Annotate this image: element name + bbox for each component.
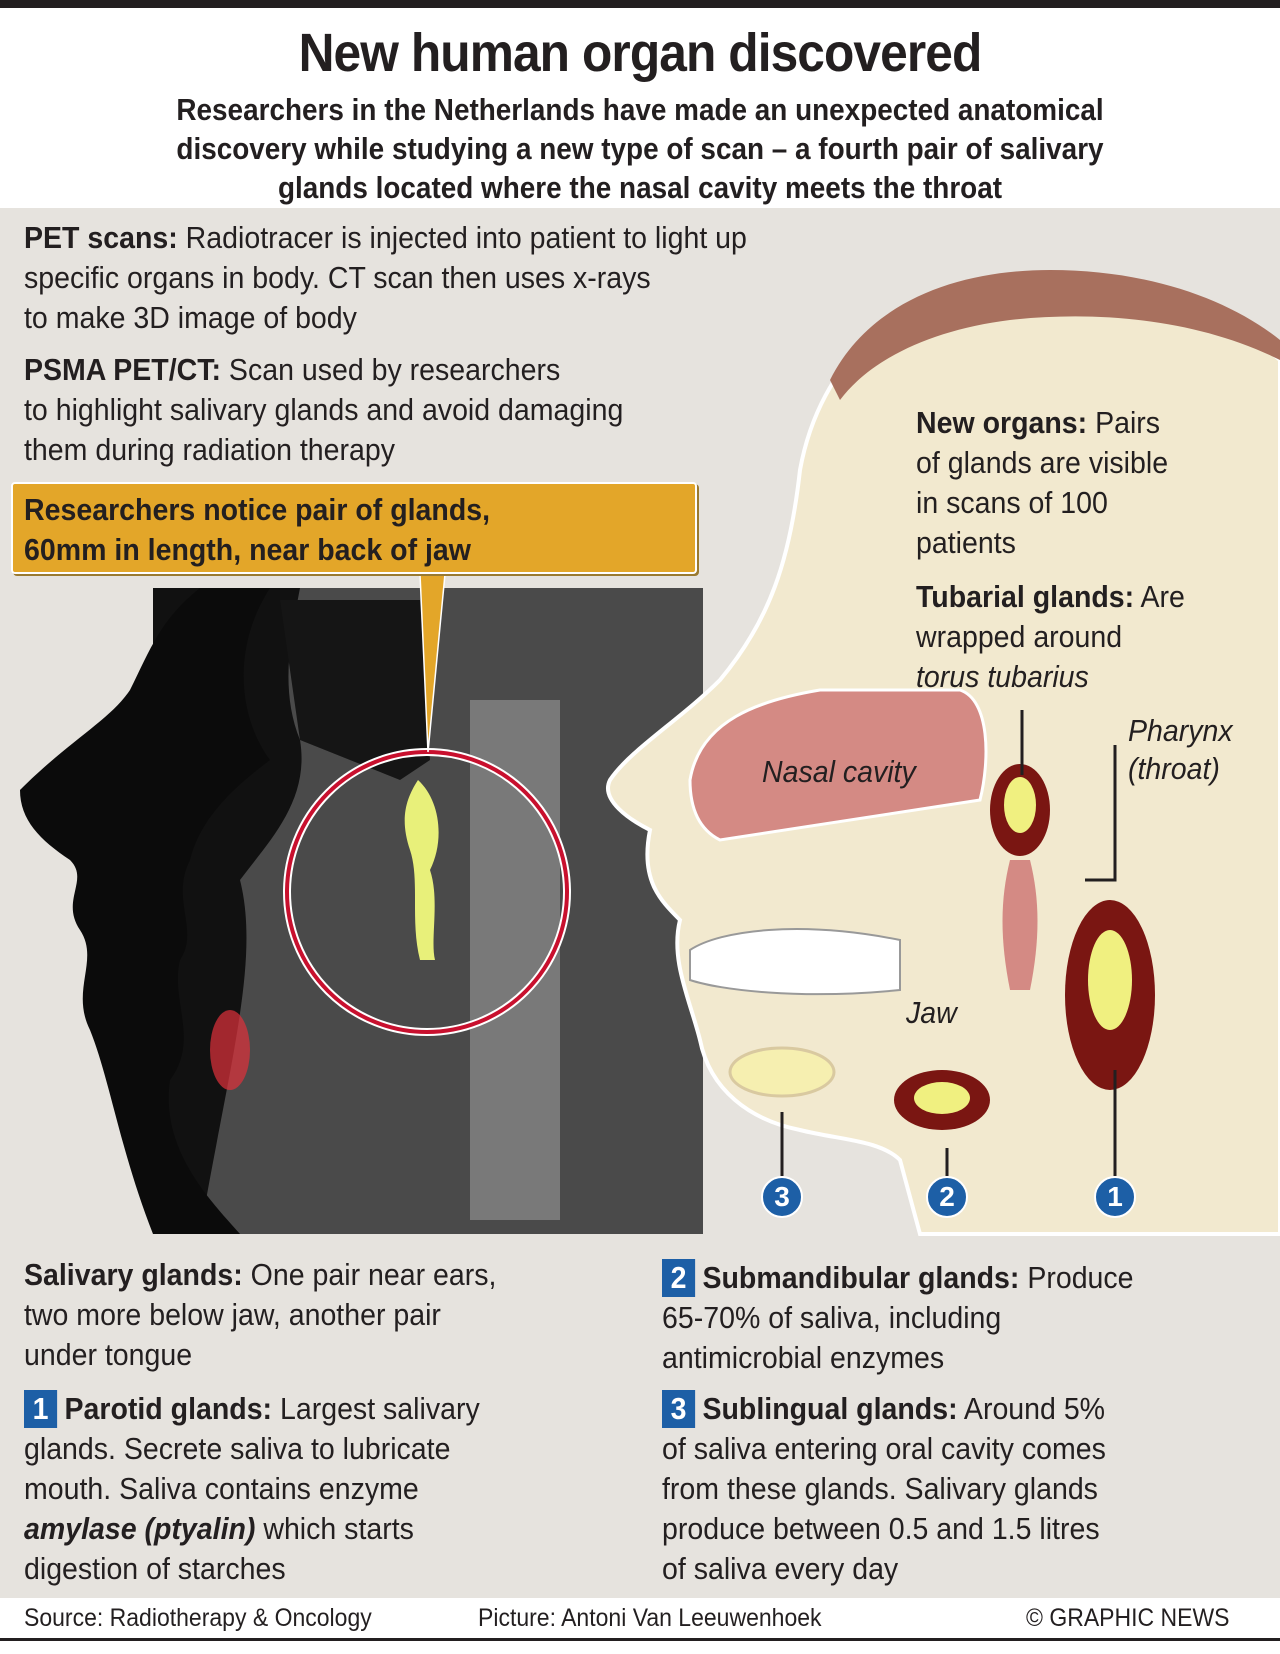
subtitle-line: discovery while studying a new type of s…	[176, 131, 1104, 166]
text-line: Largest salivary	[272, 1391, 480, 1426]
text-line: patients	[916, 525, 1016, 560]
copyright: © GRAPHIC NEWS	[1026, 1604, 1230, 1632]
text-line: Radiotracer is injected into patient to …	[177, 220, 747, 255]
text-line: to highlight salivary glands and avoid d…	[24, 392, 624, 427]
subtitle-line: Researchers in the Netherlands have made…	[176, 92, 1104, 127]
text-line: produce between 0.5 and 1.5 litres	[662, 1511, 1100, 1546]
number-badge: 3	[662, 1390, 696, 1428]
text-line: glands. Secrete saliva to lubricate	[24, 1431, 451, 1466]
number-badge: 2	[662, 1259, 696, 1297]
new-organs-text: New organs: Pairs of glands are visible …	[916, 403, 1168, 563]
text-line: in scans of 100	[916, 485, 1108, 520]
text-line: Scan used by researchers	[221, 352, 561, 387]
text-line: One pair near ears,	[242, 1257, 497, 1292]
pet-scans-text: PET scans: Radiotracer is injected into …	[24, 218, 747, 338]
text-line: Are	[1134, 579, 1185, 614]
new-organs-term: New organs:	[916, 405, 1088, 440]
psma-term: PSMA PET/CT:	[24, 352, 222, 387]
psma-text: PSMA PET/CT: Scan used by researchers to…	[24, 350, 623, 470]
page-title: New human organ discovered	[298, 23, 983, 83]
label-line: (throat)	[1128, 751, 1220, 786]
footer: Source: Radiotherapy & Oncology Picture:…	[0, 1598, 1280, 1638]
emphasis: amylase (ptyalin)	[24, 1511, 256, 1546]
text-line: Around 5%	[957, 1391, 1106, 1426]
jaw-label: Jaw	[906, 995, 957, 1030]
badge-3: 3	[761, 1176, 803, 1218]
header: New human organ discovered Researchers i…	[0, 8, 1280, 208]
text-line: of saliva entering oral cavity comes	[662, 1431, 1106, 1466]
bottom-rule	[0, 1638, 1280, 1641]
number-badge: 1	[24, 1390, 58, 1428]
text-line: them during radiation therapy	[24, 432, 395, 467]
picture-credit: Picture: Antoni Van Leeuwenhoek	[478, 1604, 822, 1632]
salivary-term: Salivary glands:	[24, 1257, 243, 1292]
callout-line: Researchers notice pair of glands,	[24, 492, 491, 527]
tubarial-term: Tubarial glands:	[916, 579, 1135, 614]
text-line: which starts	[255, 1511, 414, 1546]
text-line: wrapped around	[916, 619, 1123, 654]
text-line: of saliva every day	[662, 1551, 899, 1586]
subtitle-line: glands located where the nasal cavity me…	[277, 170, 1003, 205]
text-line: Produce	[1019, 1260, 1134, 1295]
text-line: specific organs in body. CT scan then us…	[24, 260, 651, 295]
nasal-cavity-label: Nasal cavity	[762, 754, 916, 789]
text-line: of glands are visible	[916, 445, 1169, 480]
text-line: digestion of starches	[24, 1551, 286, 1586]
badge-2: 2	[926, 1176, 968, 1218]
text-line: two more below jaw, another pair	[24, 1297, 441, 1332]
label-line: Pharynx	[1128, 713, 1233, 748]
salivary-text: Salivary glands: One pair near ears, two…	[24, 1255, 496, 1375]
pet-term: PET scans:	[24, 220, 178, 255]
callout-box: Researchers notice pair of glands, 60mm i…	[11, 482, 697, 574]
text-line: to make 3D image of body	[24, 300, 357, 335]
tubarial-text: Tubarial glands: Are wrapped around toru…	[916, 577, 1185, 697]
text-line: under tongue	[24, 1337, 193, 1372]
text-line: from these glands. Salivary glands	[662, 1471, 1098, 1506]
top-rule	[0, 0, 1280, 8]
parotid-term: Parotid glands:	[64, 1391, 273, 1426]
ct-scan-image	[20, 573, 703, 1234]
text-line: antimicrobial enzymes	[662, 1340, 945, 1375]
source-credit: Source: Radiotherapy & Oncology	[24, 1604, 372, 1632]
subtitle: Researchers in the Netherlands have made…	[64, 90, 1216, 207]
badge-1: 1	[1094, 1176, 1136, 1218]
text-line: 65-70% of saliva, including	[662, 1300, 1002, 1335]
text-line: torus tubarius	[916, 659, 1089, 694]
text-line: mouth. Saliva contains enzyme	[24, 1471, 419, 1506]
callout-line: 60mm in length, near back of jaw	[24, 532, 471, 567]
pharynx-label: Pharynx(throat)	[1128, 712, 1233, 788]
head-illustration	[606, 270, 1280, 1236]
text-line: Pairs	[1087, 405, 1161, 440]
sublingual-term: Sublingual glands:	[702, 1391, 958, 1426]
submandibular-term: Submandibular glands:	[702, 1260, 1020, 1295]
